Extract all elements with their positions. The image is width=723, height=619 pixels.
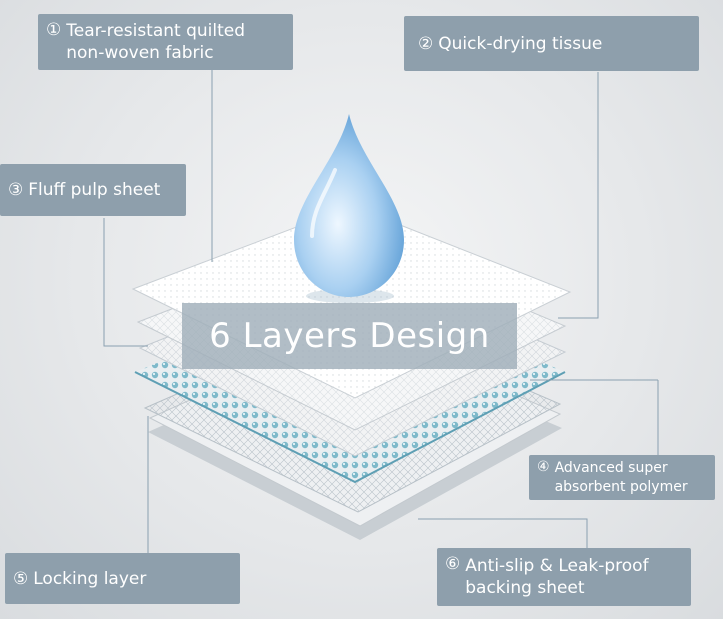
layer-label-line: Anti-slip & Leak-proof [465, 556, 649, 576]
layer-number: ③ [8, 180, 24, 200]
layer-label-line: absorbent polymer [554, 478, 688, 495]
layer-label-4: ④ Advanced super absorbent polymer [529, 455, 715, 500]
layer-number: ⑥ [445, 554, 461, 574]
layer-label-line: backing sheet [465, 578, 585, 598]
water-drop-icon [294, 114, 404, 303]
layer-label-6: ⑥ Anti-slip & Leak-proof backing sheet [437, 548, 691, 606]
layer-number: ① [46, 20, 62, 40]
layer-label-1: ① Tear-resistant quilted non-woven fabri… [38, 14, 293, 70]
layer-label-2: ② Quick-drying tissue [404, 16, 699, 71]
layer-number: ④ [537, 459, 550, 475]
layer-label-line: Locking layer [33, 568, 147, 589]
layer-number: ② [418, 33, 434, 54]
layer-label-line: Quick-drying tissue [438, 33, 603, 54]
layer-label-line: Tear-resistant quilted [66, 21, 246, 41]
layer-label-line: Fluff pulp sheet [28, 180, 161, 200]
layer-label-5: ⑤ Locking layer [5, 553, 240, 604]
layer-number: ⑤ [13, 568, 29, 589]
layer-label-3: ③ Fluff pulp sheet [0, 164, 186, 216]
page-title: 6 Layers Design [182, 303, 517, 369]
leader-lines [103, 70, 659, 553]
layer-label-line: non-woven fabric [66, 43, 214, 63]
layer-label-line: Advanced super [554, 459, 668, 476]
